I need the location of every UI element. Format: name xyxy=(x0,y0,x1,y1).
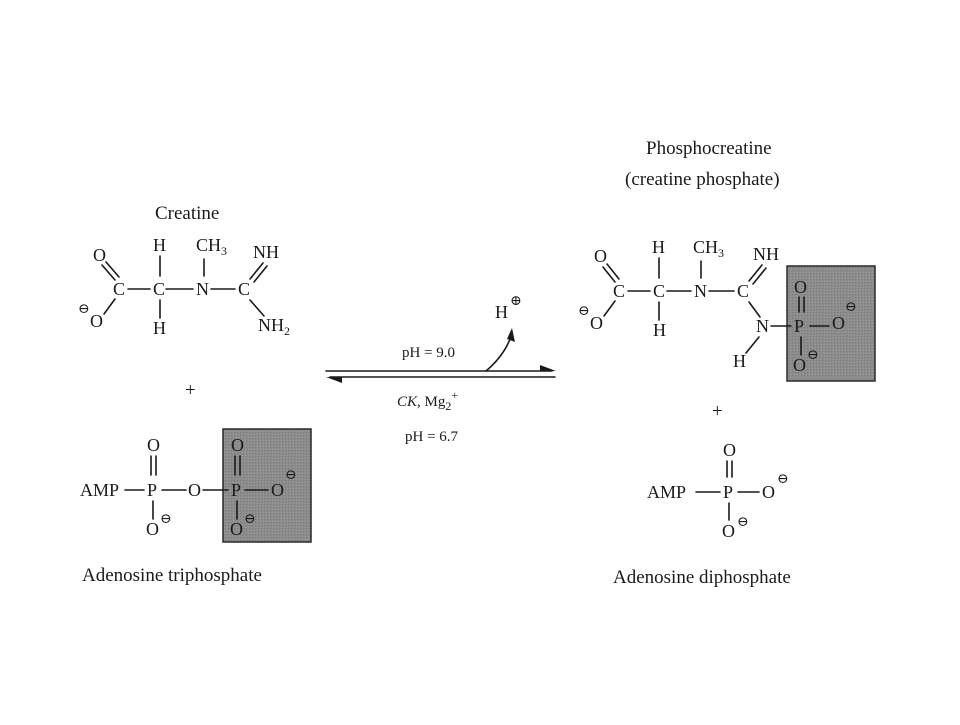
atp-bridge-o: O xyxy=(188,480,201,500)
atp-name: Adenosine triphosphate xyxy=(82,565,262,586)
creatine-h-bottom: H xyxy=(153,318,166,338)
atp-p2-o-right: O xyxy=(271,480,284,500)
creatine-negative-charge: ⊖ xyxy=(78,302,90,317)
phosphocreatine-carboxyl-c: C xyxy=(613,281,625,301)
adp-molecule: AMP P O O ⊖ O ⊖ Adenosine diphosphate xyxy=(613,440,791,588)
phosphocreatine-carboxylate-o: O xyxy=(590,313,603,333)
adp-bonds xyxy=(695,460,760,521)
reaction-arrows: + + H ⊕ pH = 9.0 CK, Mg2+ pH = 6.7 xyxy=(185,294,723,445)
creatine-carboxyl-c: C xyxy=(113,279,125,299)
atp-p1-o-charge: ⊖ xyxy=(160,512,172,527)
atp-p2-o-bottom: O xyxy=(230,519,243,539)
creatine-bonds xyxy=(101,255,268,319)
atp-p2-o-right-charge: ⊖ xyxy=(285,468,297,483)
phosphocreatine-n: N xyxy=(694,281,707,301)
creatine-title: Creatine xyxy=(155,203,219,224)
proton-charge: ⊕ xyxy=(510,294,522,309)
creatine-alpha-c: C xyxy=(153,279,165,299)
phosphocreatine-methyl: CH3 xyxy=(693,237,724,260)
adp-o-bottom: O xyxy=(722,521,735,541)
phosphocreatine-imine-nh: NH xyxy=(753,244,779,264)
phosphocreatine-negative-charge: ⊖ xyxy=(578,304,590,319)
atp-molecule: AMP P O O ⊖ O P O O ⊖ O ⊖ Adenosine trip… xyxy=(80,428,312,586)
adp-name: Adenosine diphosphate xyxy=(613,567,791,588)
atp-amp: AMP xyxy=(80,480,119,500)
atp-p1-o-bottom: O xyxy=(146,519,159,539)
proton: H xyxy=(495,302,508,322)
phosphocreatine-phosphate-highlight xyxy=(786,265,876,382)
phosphocreatine-subtitle: (creatine phosphate) xyxy=(625,169,780,190)
phosphocreatine-h-bottom: H xyxy=(653,320,666,340)
phosphocreatine-p-o-top: O xyxy=(794,277,807,297)
phosphocreatine-p-o-bottom-charge: ⊖ xyxy=(807,348,819,363)
equilibrium-arrows xyxy=(325,365,556,383)
adp-o-bottom-charge: ⊖ xyxy=(737,515,749,530)
creatine-methyl: CH3 xyxy=(196,235,227,258)
adp-p: P xyxy=(723,482,733,502)
phosphocreatine-p-o-right: O xyxy=(832,313,845,333)
phosphocreatine-n-h: H xyxy=(733,351,746,371)
atp-terminal-phosphate-highlight xyxy=(222,428,312,543)
adp-amp: AMP xyxy=(647,482,686,502)
atp-bonds xyxy=(124,455,269,520)
atp-p1-o-top: O xyxy=(147,435,160,455)
phosphocreatine-p-o-bottom: O xyxy=(793,355,806,375)
atp-p-terminal: P xyxy=(231,480,241,500)
atp-p2-o-bottom-charge: ⊖ xyxy=(244,512,256,527)
phosphocreatine-n-phosphoryl: N xyxy=(756,316,769,336)
creatine-carbonyl-o: O xyxy=(93,245,106,265)
creatine-amino-nh2: NH2 xyxy=(258,315,290,338)
phosphocreatine-bonds xyxy=(602,257,830,356)
proton-release-arrow xyxy=(485,333,513,372)
adp-o-right: O xyxy=(762,482,775,502)
reverse-condition: pH = 6.7 xyxy=(405,429,459,445)
adp-o-right-charge: ⊖ xyxy=(777,472,789,487)
enzyme-label: CK, Mg2+ xyxy=(397,388,458,413)
plus-right: + xyxy=(712,401,723,422)
phosphocreatine-h-top: H xyxy=(652,237,665,257)
phosphocreatine-molecule: Phosphocreatine (creatine phosphate) O H… xyxy=(578,138,876,382)
creatine-guanidino-c: C xyxy=(238,279,250,299)
forward-condition: pH = 9.0 xyxy=(402,345,455,361)
proton-arrow-head xyxy=(507,328,515,342)
plus-left: + xyxy=(185,380,196,401)
creatine-h-top: H xyxy=(153,235,166,255)
creatine-molecule: Creatine O H CH3 NH C C N C ⊖ O H NH2 xyxy=(78,203,290,338)
phosphocreatine-p: P xyxy=(794,316,804,336)
atp-p-alpha: P xyxy=(147,480,157,500)
creatine-carboxylate-o: O xyxy=(90,311,103,331)
phosphocreatine-carbonyl-o: O xyxy=(594,246,607,266)
phosphocreatine-alpha-c: C xyxy=(653,281,665,301)
atp-p2-o-top: O xyxy=(231,435,244,455)
phosphocreatine-title: Phosphocreatine xyxy=(646,138,772,159)
creatine-imine-nh: NH xyxy=(253,242,279,262)
creatine-n: N xyxy=(196,279,209,299)
phosphocreatine-guanidino-c: C xyxy=(737,281,749,301)
adp-o-top: O xyxy=(723,440,736,460)
phosphocreatine-p-o-right-charge: ⊖ xyxy=(845,300,857,315)
